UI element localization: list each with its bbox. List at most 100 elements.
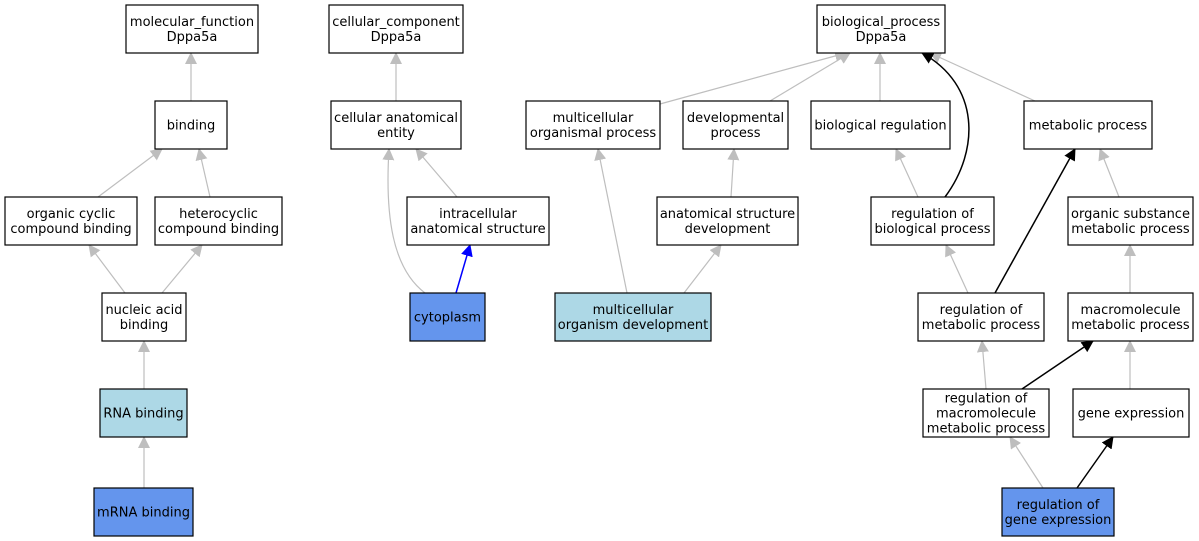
node-box [1067, 196, 1194, 246]
edge-intracellular-anatomical-structure-to-cellular-anatomical-entity [415, 148, 458, 198]
node-box [554, 292, 712, 342]
node-box [810, 100, 951, 150]
node-label: biological_process [822, 15, 941, 30]
node-label: process [711, 126, 761, 141]
node-label: anatomical structure [410, 222, 545, 237]
edge-organic-cyclic-compound-binding-to-binding [97, 148, 163, 198]
edge-organic-substance-metabolic-process-to-metabolic-process [1098, 148, 1120, 198]
edge-nucleic-acid-binding-to-organic-cyclic-compound-binding [88, 244, 126, 294]
node-box [1067, 292, 1194, 342]
node-box [330, 100, 462, 150]
node-label: cellular_component [332, 15, 460, 30]
node-metabolic-process[interactable]: metabolic process [1023, 100, 1153, 150]
node-label: intracellular [439, 207, 517, 222]
node-label: macromolecule [1080, 303, 1180, 318]
node-gene-expression[interactable]: gene expression [1072, 388, 1190, 438]
edge-cytoplasm-to-intracellular-anatomical-structure [455, 244, 473, 294]
node-label: metabolic process [927, 422, 1046, 437]
node-box [101, 292, 187, 342]
node-box [1001, 487, 1115, 537]
node-box [1023, 100, 1153, 150]
node-label: compound binding [10, 222, 131, 237]
node-box [682, 100, 789, 150]
node-box [406, 196, 550, 246]
node-box [4, 196, 138, 246]
node-label: mRNA binding [97, 506, 190, 521]
edge-regulation-of-metabolic-process-to-metabolic-process [994, 148, 1076, 294]
node-label: anatomical structure [660, 207, 795, 222]
node-label: macromolecule [936, 407, 1036, 422]
node-label: heterocyclic [179, 207, 258, 222]
node-label: development [685, 222, 771, 237]
node-box [125, 4, 259, 54]
node-label: regulation of [891, 207, 974, 222]
node-label: Dppa5a [167, 30, 218, 45]
node-label: multicellular [553, 111, 634, 126]
node-mrna-binding[interactable]: mRNA binding [93, 487, 194, 537]
edge-regulation-of-macromolecule-metabolic-process-to-regulation-of-metabolic-process [976, 340, 989, 390]
node-cytoplasm[interactable]: cytoplasm [409, 292, 486, 342]
edge-regulation-of-biological-process-to-biological-process [921, 52, 970, 198]
edge-heterocyclic-compound-binding-to-binding [195, 148, 211, 198]
node-label: multicellular [593, 303, 674, 318]
node-label: binding [120, 318, 168, 333]
node-label: cytoplasm [414, 311, 481, 326]
node-label: compound binding [158, 222, 279, 237]
edge-metabolic-process-to-biological-process [929, 52, 1036, 102]
edge-regulation-of-biological-process-to-biological-regulation [895, 148, 919, 198]
edge-regulation-of-gene-expression-to-gene-expression [1076, 436, 1114, 489]
edge-regulation-of-metabolic-process-to-regulation-of-biological-process [945, 244, 969, 294]
node-box [409, 292, 486, 342]
node-label: developmental [687, 111, 784, 126]
node-label: organismal process [530, 126, 656, 141]
edge-cytoplasm-to-cellular-anatomical-entity [382, 148, 426, 294]
node-box [1072, 388, 1190, 438]
edge-anatomical-structure-development-to-developmental-process [727, 148, 740, 198]
node-label: organic substance [1071, 207, 1190, 222]
node-rna-binding[interactable]: RNA binding [99, 388, 188, 438]
node-label: regulation of [940, 303, 1023, 318]
node-label: nucleic acid [105, 303, 182, 318]
node-binding[interactable]: binding [154, 100, 228, 150]
edge-developmental-process-to-biological-process [769, 52, 851, 102]
node-label: regulation of [945, 392, 1028, 407]
node-biological-regulation[interactable]: biological regulation [810, 100, 951, 150]
node-label: cellular anatomical [334, 111, 458, 126]
node-label: RNA binding [103, 407, 183, 422]
node-label: biological process [874, 222, 990, 237]
edge-regulation-of-macromolecule-metabolic-process-to-macromolecule-metabolic-process [1021, 340, 1094, 390]
edges-layer [88, 50, 1136, 489]
node-label: regulation of [1017, 498, 1100, 513]
node-label: organic cyclic [27, 207, 116, 222]
node-box [816, 4, 946, 54]
node-label: metabolic process [1029, 119, 1148, 134]
node-label: entity [377, 126, 415, 141]
edge-regulation-of-gene-expression-to-regulation-of-macromolecule-metabolic-process [1009, 436, 1044, 489]
node-label: biological regulation [814, 119, 946, 134]
node-box [154, 196, 283, 246]
edge-multicellular-organism-development-to-anatomical-structure-development [683, 244, 722, 294]
node-label: metabolic process [1071, 318, 1190, 333]
node-label: metabolic process [922, 318, 1041, 333]
node-box [870, 196, 995, 246]
node-box [93, 487, 194, 537]
